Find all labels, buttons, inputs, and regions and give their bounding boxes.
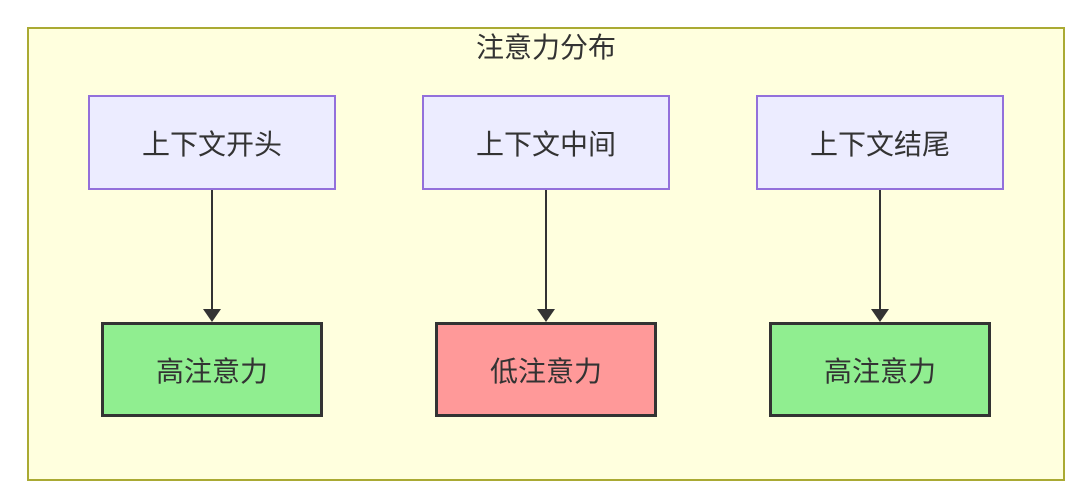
arrow-line bbox=[545, 190, 547, 309]
node-high-attention-left-label: 高注意力 bbox=[155, 355, 268, 387]
arrowhead-down-icon bbox=[537, 309, 555, 322]
arrow-line bbox=[879, 190, 881, 309]
arrowhead-down-icon bbox=[203, 309, 221, 322]
node-context-start-label: 上下文开头 bbox=[141, 128, 282, 160]
node-context-end: 上下文结尾 bbox=[756, 95, 1004, 190]
node-context-middle-label: 上下文中间 bbox=[475, 128, 616, 160]
node-context-end-label: 上下文结尾 bbox=[809, 128, 950, 160]
arrow-end-to-high bbox=[871, 190, 889, 322]
column-context-start: 上下文开头 高注意力 bbox=[88, 95, 336, 417]
arrowhead-down-icon bbox=[871, 309, 889, 322]
node-context-start: 上下文开头 bbox=[88, 95, 336, 190]
node-low-attention-label: 低注意力 bbox=[489, 355, 602, 387]
column-context-middle: 上下文中间 低注意力 bbox=[422, 95, 670, 417]
node-low-attention: 低注意力 bbox=[435, 322, 657, 417]
node-high-attention-right: 高注意力 bbox=[769, 322, 991, 417]
node-high-attention-right-label: 高注意力 bbox=[823, 355, 936, 387]
diagram-columns: 上下文开头 高注意力 上下文中间 bbox=[29, 95, 1063, 417]
arrow-middle-to-low bbox=[537, 190, 555, 322]
arrow-start-to-high bbox=[203, 190, 221, 322]
node-context-middle: 上下文中间 bbox=[422, 95, 670, 190]
node-high-attention-left: 高注意力 bbox=[101, 322, 323, 417]
attention-distribution-group: 注意力分布 上下文开头 高注意力 上下文中间 bbox=[27, 27, 1065, 481]
diagram-title: 注意力分布 bbox=[475, 32, 616, 63]
column-context-end: 上下文结尾 高注意力 bbox=[756, 95, 1004, 417]
arrow-line bbox=[211, 190, 213, 309]
